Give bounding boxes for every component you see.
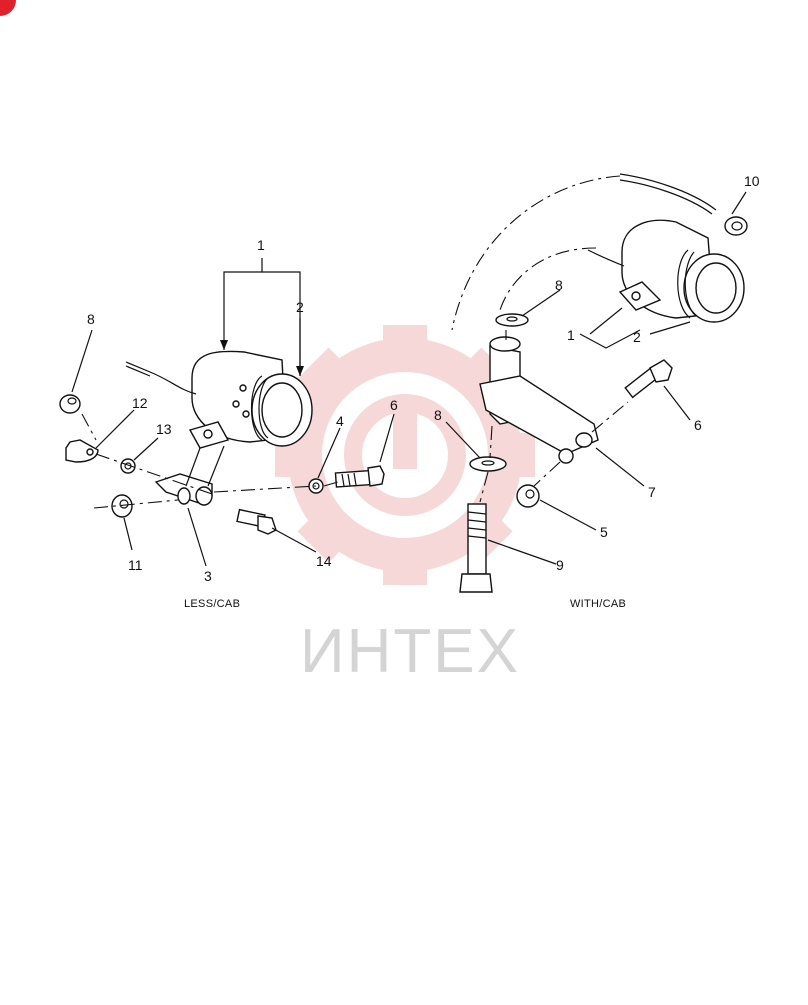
callout-right-2: 2 <box>633 329 641 345</box>
caption-less-cab: LESS/CAB <box>184 598 240 610</box>
right-ground-wire <box>619 173 748 236</box>
callout-right-8b: 8 <box>434 407 442 423</box>
corner-badge <box>0 0 16 16</box>
right-washer-8-bottom <box>469 456 507 472</box>
left-bolt-14 <box>236 508 277 535</box>
callout-left-11: 11 <box>128 557 143 573</box>
callout-left-12: 12 <box>132 395 148 411</box>
callout-left-6: 6 <box>390 397 398 413</box>
callout-right-10: 10 <box>744 173 760 189</box>
left-lamp <box>125 350 313 449</box>
callout-right-6: 6 <box>694 417 702 433</box>
callout-right-1: 1 <box>567 327 575 343</box>
right-bolt-6 <box>624 359 673 399</box>
left-assembly <box>59 258 395 567</box>
callout-right-5: 5 <box>600 524 608 540</box>
callout-left-2: 2 <box>296 299 304 315</box>
watermark-text: ИНТЕХ <box>300 617 520 686</box>
callout-left-3: 3 <box>204 568 212 584</box>
right-washer-8-top <box>495 313 529 327</box>
left-clip <box>65 439 99 463</box>
left-nut-8 <box>59 394 81 414</box>
right-long-bolt-9 <box>459 503 493 593</box>
callout-right-7: 7 <box>648 484 656 500</box>
callout-left-14: 14 <box>316 553 332 569</box>
callout-right-8a: 8 <box>555 277 563 293</box>
callout-left-13: 13 <box>156 421 172 437</box>
left-washer-13 <box>120 458 136 474</box>
callout-left-8: 8 <box>87 311 95 327</box>
callout-right-9: 9 <box>556 557 564 573</box>
gear-logo-icon <box>275 325 535 585</box>
caption-with-cab: WITH/CAB <box>570 598 626 610</box>
callout-left-1: 1 <box>257 237 265 253</box>
callout-left-4: 4 <box>336 413 344 429</box>
right-assembly <box>445 173 748 593</box>
right-nut-5 <box>516 484 540 508</box>
left-bolt-6 <box>334 465 385 488</box>
right-arm-bracket <box>479 336 599 464</box>
left-nut-11 <box>111 494 133 518</box>
right-lamp <box>587 219 745 323</box>
